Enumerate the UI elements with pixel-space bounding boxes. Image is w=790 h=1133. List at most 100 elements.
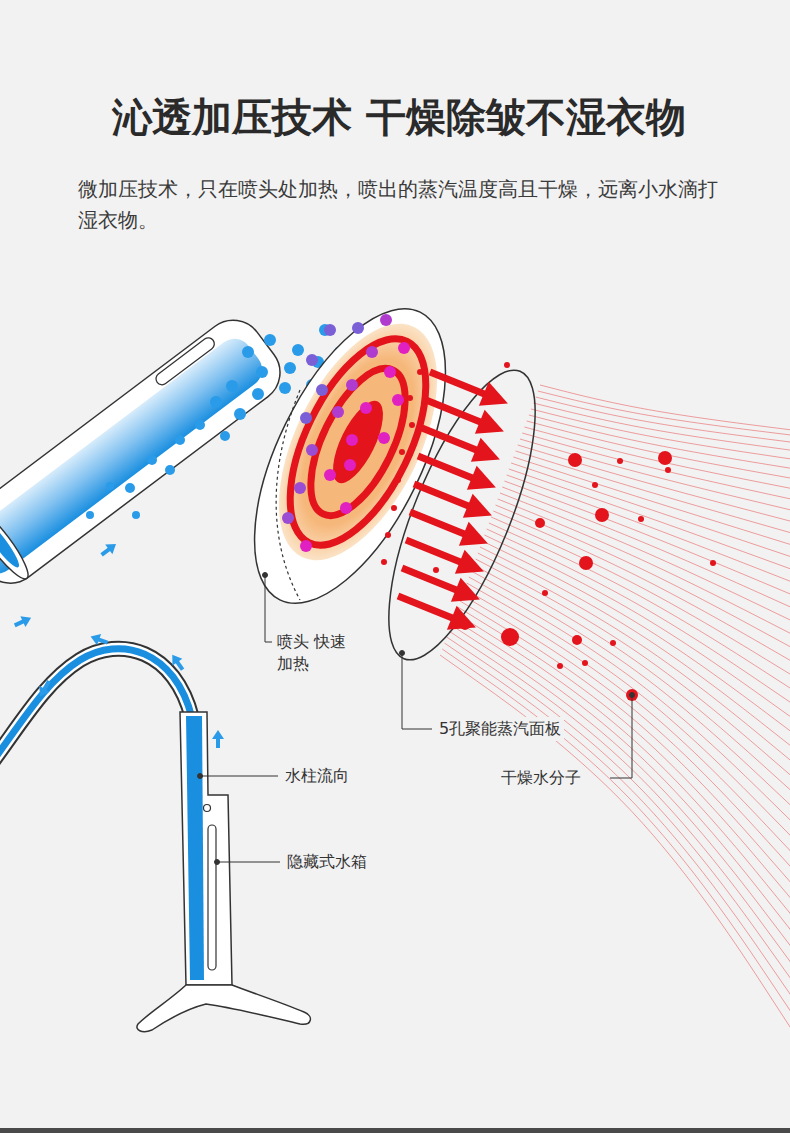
flow-arrow xyxy=(167,651,187,673)
water-molecule xyxy=(617,458,623,464)
steam-dot xyxy=(332,406,344,418)
steam-line xyxy=(533,403,790,450)
steam-line xyxy=(440,655,790,1030)
water-molecule xyxy=(568,453,582,467)
hose-water xyxy=(0,649,192,765)
steam-line xyxy=(513,457,790,545)
steam-line xyxy=(487,529,790,703)
water-molecule xyxy=(557,663,563,669)
water-dot xyxy=(175,435,185,445)
stand-base xyxy=(137,985,310,1032)
steam-line xyxy=(458,607,790,900)
steam-dot xyxy=(366,346,378,358)
dry-molecules xyxy=(433,362,716,701)
water-molecule xyxy=(658,451,672,465)
steam-dot xyxy=(378,432,390,444)
steam-panel xyxy=(359,353,564,676)
steam-line xyxy=(498,499,790,634)
steam-dot xyxy=(294,482,306,494)
water-molecule xyxy=(638,516,644,522)
hose-body xyxy=(0,649,192,765)
flow-arrow xyxy=(35,678,54,700)
water-molecule xyxy=(572,635,582,645)
water-dot xyxy=(106,482,114,490)
steam-line xyxy=(520,439,790,510)
flow-arrow xyxy=(98,539,120,559)
water-molecule xyxy=(665,467,671,473)
steam-dot xyxy=(306,444,318,456)
hose-outline xyxy=(0,649,192,765)
water-molecule xyxy=(460,620,470,630)
heat-ring xyxy=(291,355,424,529)
steam-dot xyxy=(306,354,318,366)
water-molecule xyxy=(504,362,510,368)
water-molecule xyxy=(542,590,548,596)
stand-button xyxy=(204,805,211,812)
steam-dot xyxy=(300,412,312,424)
steam-line xyxy=(527,421,790,478)
water-dot xyxy=(226,380,238,392)
steam-line xyxy=(516,451,790,533)
callout-label: 隐藏式水箱 xyxy=(284,850,370,874)
steam-dots xyxy=(282,314,410,552)
water-dot xyxy=(234,408,246,420)
steam-drop xyxy=(391,505,397,511)
steam-line xyxy=(524,427,790,489)
water-dot xyxy=(292,344,304,356)
steam-dot xyxy=(346,434,358,446)
water-molecule xyxy=(610,640,616,646)
steam-line xyxy=(444,643,790,997)
steam-dot xyxy=(346,379,358,391)
flow-arrow xyxy=(12,612,33,630)
steam-line xyxy=(453,619,790,932)
steam-arrow xyxy=(393,584,481,640)
water-molecule xyxy=(710,560,716,566)
steam-dot xyxy=(344,459,356,471)
callout-label: 喷头 快速加热 xyxy=(274,630,352,677)
water-dot xyxy=(210,396,222,408)
water-dot xyxy=(242,346,254,358)
steam-line xyxy=(522,433,790,499)
steam-drop xyxy=(399,449,405,455)
steam-line xyxy=(531,409,790,459)
steam-drop xyxy=(395,477,401,483)
steam-line xyxy=(518,445,790,522)
steam-dot xyxy=(324,469,336,481)
water-dot xyxy=(256,366,268,378)
water-molecule xyxy=(595,508,609,522)
bottom-bar xyxy=(0,1128,790,1133)
steam-dot xyxy=(392,394,404,406)
steam-dot xyxy=(300,540,312,552)
flow-arrow xyxy=(89,631,110,648)
steam-dot xyxy=(360,402,372,414)
water-molecule xyxy=(433,567,439,573)
steam-dot xyxy=(340,502,352,514)
water-column xyxy=(186,716,204,980)
steam-dot xyxy=(352,322,364,334)
steam-line xyxy=(469,577,790,822)
callout-label: 水柱流向 xyxy=(282,764,352,788)
water-molecule xyxy=(582,660,588,666)
water-dot xyxy=(195,420,205,430)
steam-line xyxy=(451,625,790,948)
steam-drop xyxy=(381,559,387,565)
flow-arrow xyxy=(212,730,224,748)
steam-fan xyxy=(440,385,790,1030)
head-seam xyxy=(276,390,300,600)
water-dot xyxy=(252,388,264,400)
water-dot xyxy=(132,511,140,519)
steam-line xyxy=(493,511,790,661)
steam-line xyxy=(442,649,790,1013)
page-title: 沁透加压技术 干燥除皱不湿衣物 xyxy=(4,90,790,145)
water-molecule xyxy=(535,518,545,528)
steam-line xyxy=(482,541,790,732)
water-molecule xyxy=(592,482,598,488)
heat-core xyxy=(323,394,393,490)
callout-label: 干燥水分子 xyxy=(498,766,584,790)
water-dot xyxy=(86,511,94,519)
heat-glow xyxy=(246,300,470,584)
steam-arrows xyxy=(381,360,513,640)
water-molecule xyxy=(579,556,593,570)
water-dot xyxy=(264,334,276,346)
